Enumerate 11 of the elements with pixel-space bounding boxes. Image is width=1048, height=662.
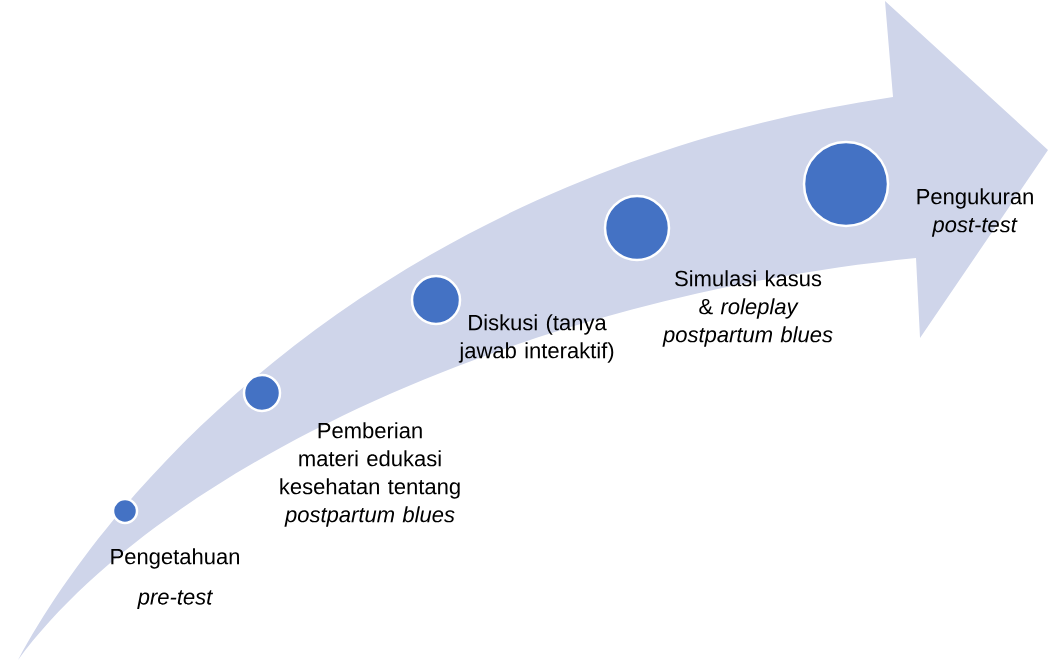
circle-marker bbox=[802, 140, 890, 228]
step-label: Pengetahuan bbox=[111, 548, 239, 569]
step-label: Pengukuran post-test bbox=[917, 188, 1033, 237]
circle-marker bbox=[410, 274, 462, 326]
circle-marker bbox=[111, 497, 139, 525]
step-label: Simulasi kasus & roleplay postpartum blues bbox=[662, 270, 833, 347]
circle-marker bbox=[242, 373, 282, 413]
circle-marker bbox=[603, 194, 671, 262]
step-label: Pemberian materi edukasi kesehatan tentang postpartum blues bbox=[280, 422, 460, 527]
step-label: pre-test bbox=[137, 590, 214, 609]
step-label: Diskusi (tanya jawab interaktif) bbox=[458, 314, 614, 363]
